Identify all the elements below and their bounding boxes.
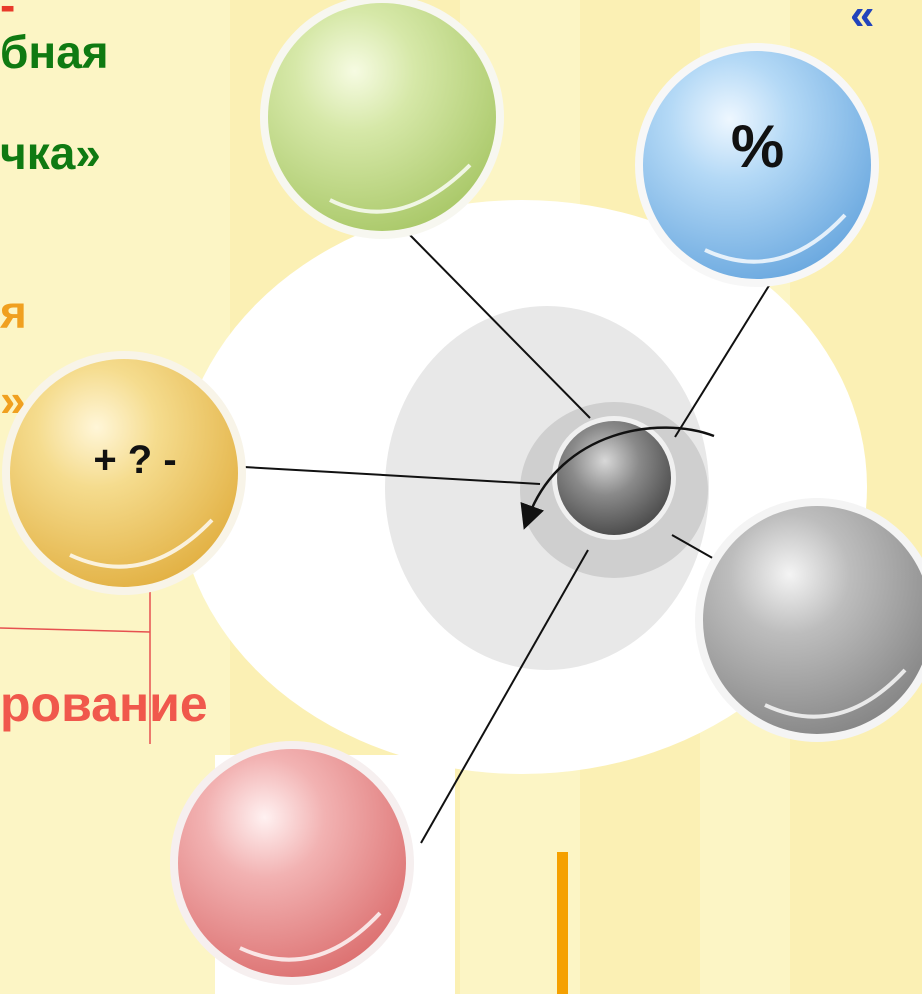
slide-text-green-line1: бная bbox=[0, 26, 109, 78]
connector-line-yellow bbox=[243, 466, 541, 485]
sphere-blue-label: % bbox=[730, 113, 785, 180]
guide-line-horizontal bbox=[0, 627, 151, 633]
connector-line-blue bbox=[674, 283, 771, 438]
slide-text-orange-line1: я bbox=[0, 286, 27, 338]
sphere-yellow-label: + ? - bbox=[93, 438, 177, 482]
curved-arrow bbox=[520, 426, 715, 530]
connector-line-green bbox=[406, 231, 591, 419]
slide-text-blue-top: « bbox=[850, 0, 875, 39]
sphere-blue bbox=[635, 43, 879, 287]
slide-text-orange-line2: » bbox=[0, 374, 26, 426]
orange-accent-bar bbox=[557, 852, 568, 994]
sphere-gray bbox=[695, 498, 922, 742]
connector-line-gray bbox=[671, 534, 717, 561]
sphere-yellow bbox=[2, 351, 246, 595]
slide-text-red-top: - bbox=[0, 0, 16, 31]
slide-text-green-line2: чка» bbox=[0, 127, 101, 179]
slide-text-salmon: рование bbox=[0, 676, 208, 732]
sphere-pink bbox=[170, 741, 414, 985]
connector-line-pink bbox=[420, 549, 589, 844]
sphere-green bbox=[260, 0, 504, 239]
